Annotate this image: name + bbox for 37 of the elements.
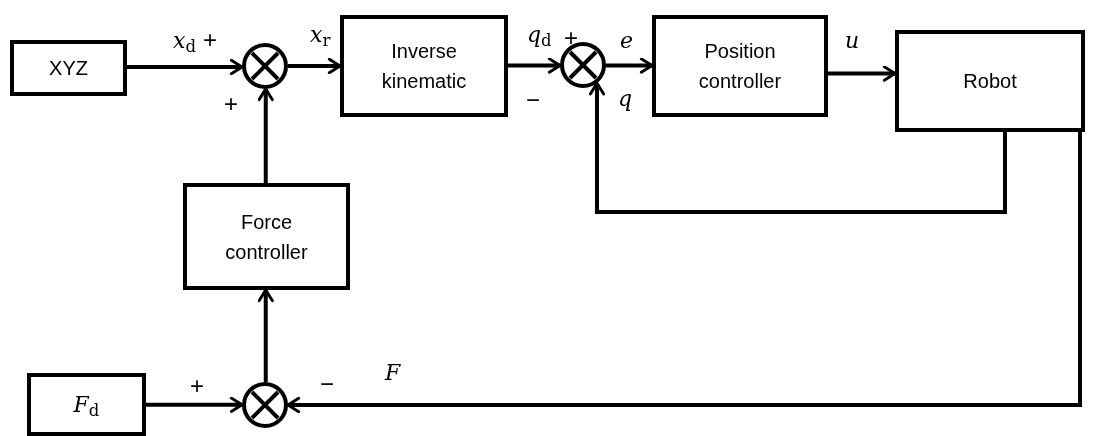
sign-label: + <box>564 26 578 50</box>
signal-label: x$_{d}$ <box>173 30 196 52</box>
arrow <box>257 87 274 183</box>
block-box <box>10 40 127 96</box>
sign-label: + <box>203 28 217 52</box>
signal-label: x$_{r}$ <box>310 24 331 46</box>
arrow <box>288 57 342 75</box>
signal-label: q <box>618 88 633 110</box>
block-box <box>340 15 508 117</box>
block-box <box>895 30 1085 132</box>
arrow <box>828 65 897 82</box>
summing-junction <box>242 43 288 89</box>
signal-label: e <box>620 30 634 52</box>
arrow <box>588 81 1007 214</box>
signal-label: u <box>845 30 860 52</box>
signal-label: F <box>385 362 401 384</box>
block-label: Robot <box>963 69 1017 94</box>
block-label: Position controller <box>697 39 783 94</box>
block-label: XYZ <box>49 56 88 81</box>
block-label: Inverse kinematic <box>380 39 468 94</box>
arrow <box>606 57 654 74</box>
sign-label: + <box>224 92 238 116</box>
block-label: F$_{d}$ <box>73 390 100 419</box>
arrow <box>257 288 274 382</box>
arrow <box>508 57 562 74</box>
sign-label: − <box>320 372 334 396</box>
signal-label: q$_{d}$ <box>527 24 552 46</box>
summing-junction <box>560 42 606 88</box>
arrow <box>127 58 244 76</box>
block-label: Force controller <box>224 209 309 265</box>
block-box <box>183 183 350 290</box>
sign-label: − <box>526 88 540 112</box>
arrow <box>146 396 244 413</box>
summing-junction <box>242 382 288 428</box>
sign-label: + <box>190 374 204 398</box>
block-box <box>652 15 828 117</box>
block-box <box>27 373 146 436</box>
